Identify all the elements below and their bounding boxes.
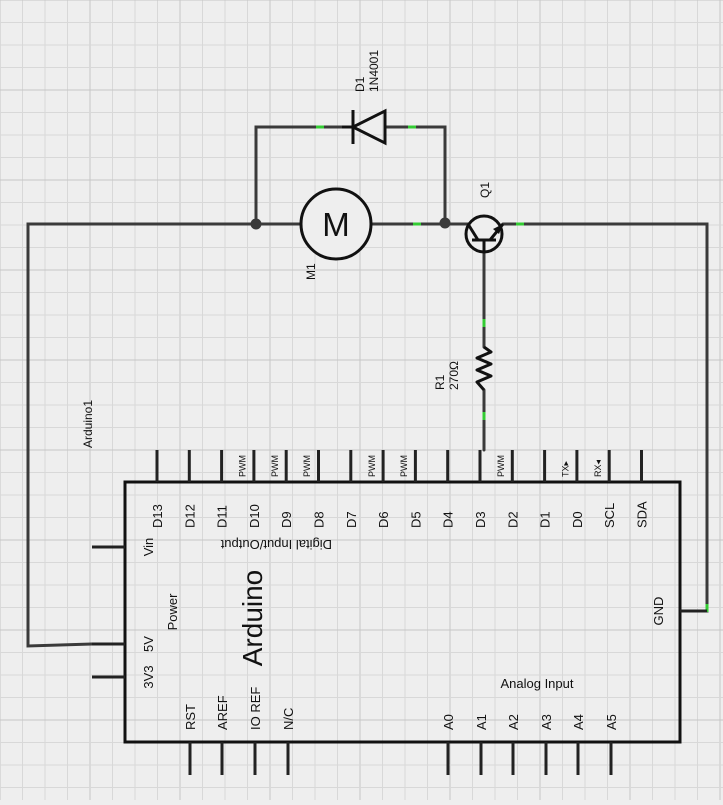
pin-label-a3: A3 xyxy=(539,714,554,730)
pin-label-a0: A0 xyxy=(441,714,456,730)
junction-dot-right xyxy=(439,217,451,229)
pin-label-a1: A1 xyxy=(474,714,489,730)
wires xyxy=(26,125,709,648)
diode-ref-label: D1 xyxy=(353,76,367,92)
pin-label-d8: D8 xyxy=(312,511,327,528)
wire-diode-loop-right[interactable] xyxy=(383,125,447,224)
pin-label-a5: A5 xyxy=(604,714,619,730)
transistor-ref-label: Q1 xyxy=(478,182,492,198)
pin-label-d6: D6 xyxy=(376,511,391,528)
digital-io-heading: Digital Input/Output xyxy=(220,537,332,552)
left-pin-header: Vin 5V 3V3 xyxy=(92,538,156,689)
pin-label-d2: D2 xyxy=(505,511,520,528)
emitter-arrow-icon xyxy=(493,224,503,234)
pin-label-sda: SDA xyxy=(635,501,650,528)
pin-label-d9: D9 xyxy=(279,511,294,528)
connection-points xyxy=(92,125,709,646)
pin-label-5v: 5V xyxy=(141,636,156,652)
power-heading: Power xyxy=(165,593,180,631)
pin-tag-d7: PWM xyxy=(367,455,377,477)
transistor-q1[interactable]: Q1 xyxy=(464,182,505,254)
pin-tag-d3: PWM xyxy=(496,455,506,477)
pin-label-3v3: 3V3 xyxy=(141,665,156,688)
bottom-pin-header: RST AREF IO REF N/C A0 A1 A2 A3 A4 A5 xyxy=(183,687,619,775)
pin-tag-d9: PWM xyxy=(302,455,312,477)
motor-m1[interactable]: M M1 xyxy=(299,187,373,280)
motor-ref-label: M1 xyxy=(304,263,318,280)
pin-label-a4: A4 xyxy=(571,714,586,730)
transistor-collector xyxy=(466,223,480,241)
pin-label-d3: D3 xyxy=(473,511,488,528)
wire-5v-to-motor[interactable] xyxy=(26,222,302,648)
arduino-brand-label: Arduino xyxy=(237,570,268,667)
diode-triangle-icon xyxy=(349,108,387,146)
pin-label-d10: D10 xyxy=(247,504,262,528)
resistor-value-label: 270Ω xyxy=(447,361,461,390)
wire-transistor-to-gnd[interactable] xyxy=(501,222,709,613)
pin-label-aref: AREF xyxy=(215,695,230,730)
pin-tag-d1: TX▸ xyxy=(561,460,571,477)
pin-label-io-ref: IO REF xyxy=(248,687,263,730)
pin-tag-d6: PWM xyxy=(399,455,409,477)
pin-label-n-c: N/C xyxy=(281,708,296,730)
pin-label-d1: D1 xyxy=(538,511,553,528)
resistor-r1[interactable]: R1 270Ω xyxy=(433,345,493,391)
pin-label-vin: Vin xyxy=(141,538,156,557)
pin-label-d5: D5 xyxy=(408,511,423,528)
diode-d1[interactable]: D1 1N4001 xyxy=(342,50,387,146)
arduino-outline xyxy=(123,480,682,744)
motor-circle xyxy=(299,187,373,261)
pin-tag-d0: RX◂ xyxy=(593,459,603,477)
wire-diode-loop-left[interactable] xyxy=(254,125,344,226)
pin-label-d11: D11 xyxy=(215,505,230,528)
pin-label-d0: D0 xyxy=(570,511,585,528)
pin-label-d12: D12 xyxy=(182,504,197,528)
diode-part-label: 1N4001 xyxy=(367,50,381,92)
motor-symbol: M xyxy=(322,206,350,243)
resistor-ref-label: R1 xyxy=(433,374,447,390)
pin-tag-d11: PWM xyxy=(238,455,248,477)
pin-label-scl: SCL xyxy=(602,503,617,528)
junction-dot-left xyxy=(250,218,262,230)
analog-input-heading: Analog Input xyxy=(500,676,573,691)
pin-label-a2: A2 xyxy=(506,714,521,730)
pin-label-d7: D7 xyxy=(344,511,359,528)
pin-label-d13: D13 xyxy=(150,504,165,528)
pin-gnd-label: GND xyxy=(651,597,666,626)
pin-tag-d10: PWM xyxy=(270,455,280,477)
resistor-zigzag-icon xyxy=(475,345,493,391)
top-pin-header: D13 D12 D11 PWM D10 PWM D9 PWM D8 D7 PWM D6 PWM D5 D4 D… xyxy=(150,450,650,528)
pin-label-rst: RST xyxy=(183,704,198,730)
pin-label-d4: D4 xyxy=(441,511,456,528)
arduino-ref-label: Arduino1 xyxy=(81,400,95,448)
